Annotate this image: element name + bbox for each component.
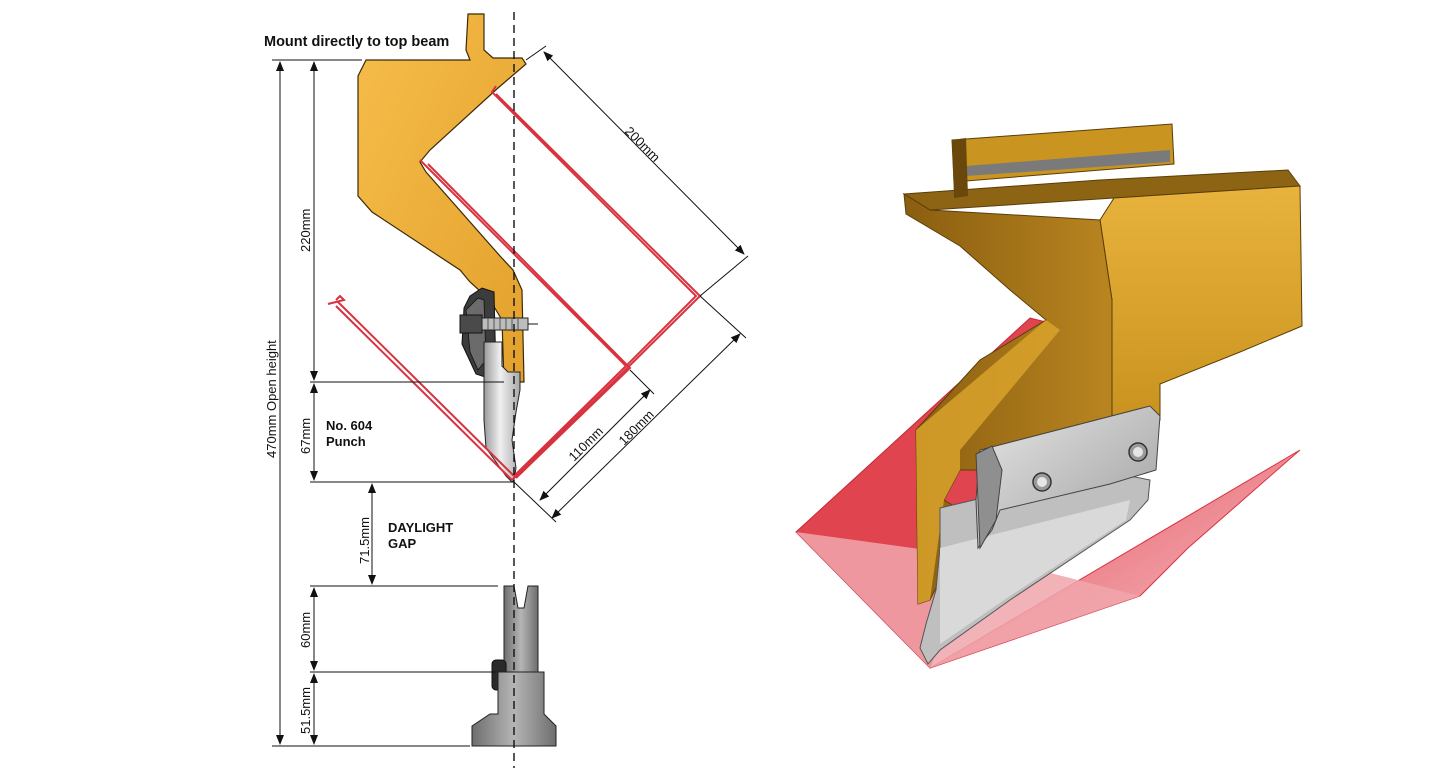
clamp-bolt-3d-icon [1032,442,1148,492]
dim-open-height: 470mm Open height [264,340,279,458]
clamp-bolt-icon [459,314,538,334]
diagonal-dimensions [513,45,749,523]
dim-220: 220mm [298,209,313,252]
dim-51-5: 51.5mm [298,687,313,734]
punch-604 [483,341,521,483]
dim-60: 60mm [298,612,313,648]
gap-label-line1: DAYLIGHT [388,520,453,535]
gap-label-line2: GAP [388,536,417,551]
clamp-3d [975,405,1161,550]
bottom-die [471,585,557,747]
dim-67: 67mm [298,418,313,454]
vertical-dimensions [276,61,376,745]
punch-label-line1: No. 604 [326,418,373,433]
dim-200: 200mm [622,124,663,165]
extension-lines [272,59,514,747]
mount-label: Mount directly to top beam [264,34,449,50]
dim-110: 110mm [566,424,607,465]
punch-label-line2: Punch [326,434,366,449]
tool-3d-render [795,123,1303,669]
dim-71-5: 71.5mm [357,517,372,564]
holder-3d-front [1099,185,1303,431]
dim-180: 180mm [616,407,657,448]
